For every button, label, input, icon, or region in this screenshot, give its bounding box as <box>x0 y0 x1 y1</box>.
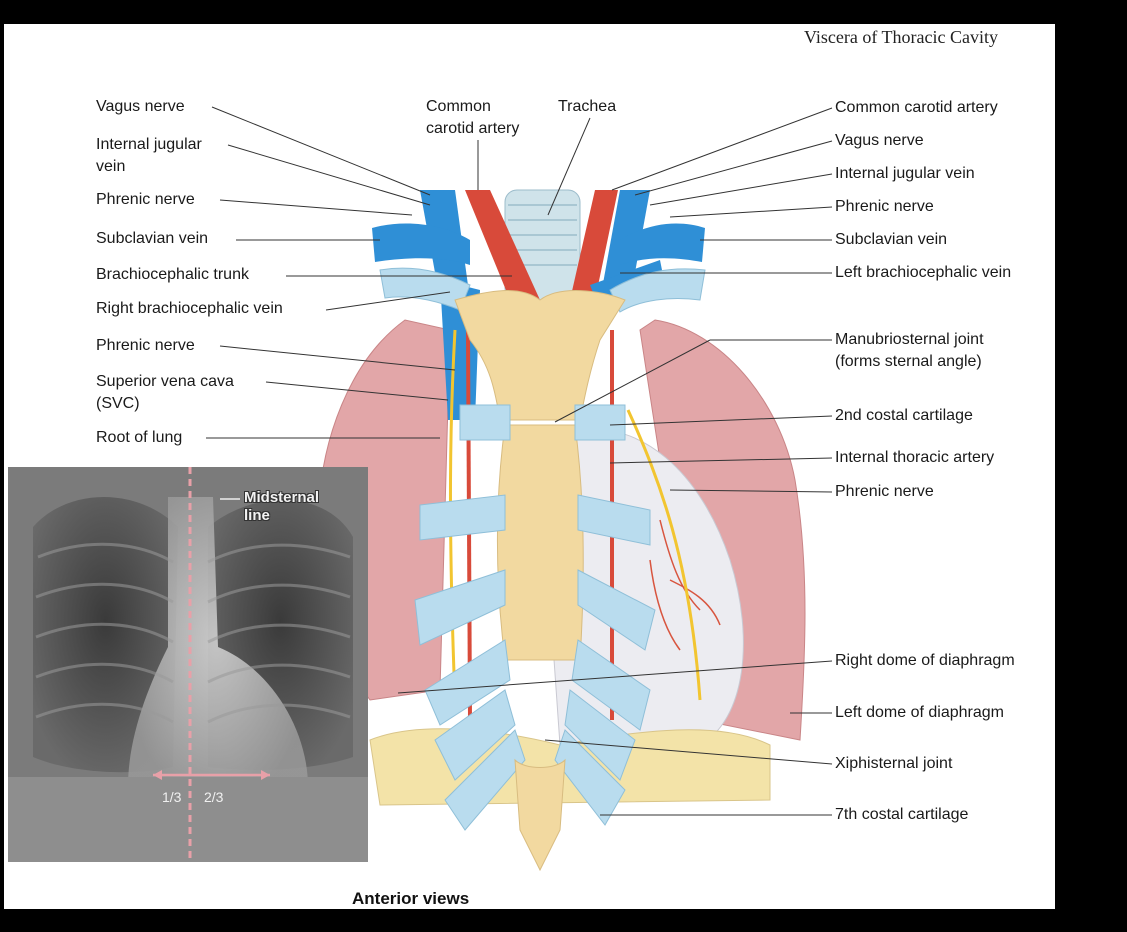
xray-ribs <box>35 542 351 724</box>
label-vagus-nerve-right: Vagus nerve <box>96 98 185 115</box>
figure-title: Viscera of Thoracic Cavity <box>804 27 999 47</box>
xray-right-lung <box>33 497 178 773</box>
phrenic-nerve-right <box>448 329 457 701</box>
label-common-carotid-artery-top: Common carotid artery <box>426 98 520 137</box>
label-internal-thoracic-artery: Internal thoracic artery <box>835 449 995 466</box>
label-common-carotid-artery-left: Common carotid artery <box>835 99 998 116</box>
label-subclavian-vein-right: Subclavian vein <box>96 230 209 247</box>
label-7th-costal-cartilage: 7th costal cartilage <box>835 806 969 823</box>
label-phrenic-nerve-lower-left: Phrenic nerve <box>835 483 934 500</box>
label-root-of-lung: Root of lung <box>96 429 183 446</box>
label-internal-jugular-vein-left: Internal jugular vein <box>835 165 975 182</box>
label-2nd-costal-cartilage: 2nd costal cartilage <box>835 407 973 424</box>
right-common-carotid-artery <box>465 190 540 300</box>
label-brachiocephalic-trunk: Brachiocephalic trunk <box>96 266 249 283</box>
left-lung <box>639 319 806 741</box>
label-left-brachiocephalic-vein: Left brachiocephalic vein <box>835 264 1012 281</box>
label-superior-vena-cava: Superior vena cava (SVC) <box>96 373 234 412</box>
xray-mediastinum <box>128 497 308 787</box>
xray-midsternal-label: Midsternal line <box>244 489 320 524</box>
xiphoid-process <box>514 758 566 872</box>
label-internal-jugular-vein-right: Internal jugular vein <box>96 136 202 175</box>
sternum-body <box>497 424 584 661</box>
right-subclavian-vein <box>372 223 470 265</box>
xray-left-fraction: 1/3 <box>162 789 182 805</box>
label-subclavian-vein-left: Subclavian vein <box>835 231 948 248</box>
label-xiphisternal-joint: Xiphisternal joint <box>835 755 953 772</box>
costal-cartilages-left <box>554 404 656 826</box>
manubrium <box>454 290 626 421</box>
coronary-vessels <box>649 519 721 651</box>
left-subclavian-vein <box>620 223 705 265</box>
label-phrenic-nerve-upper-right: Phrenic nerve <box>96 191 195 208</box>
costal-cartilages-right <box>414 404 526 831</box>
label-right-brachiocephalic-vein: Right brachiocephalic vein <box>96 300 283 317</box>
left-clavicle <box>609 268 706 313</box>
label-phrenic-nerve-lower-right: Phrenic nerve <box>96 337 195 354</box>
left-common-carotid-artery <box>570 190 618 300</box>
xray-right-fraction: 2/3 <box>204 789 224 805</box>
phrenic-nerve-left <box>626 409 702 701</box>
chest-xray-inset <box>8 467 368 862</box>
leader-lines <box>206 106 833 816</box>
figure-caption: Anterior views <box>352 889 470 908</box>
label-vagus-nerve-left: Vagus nerve <box>835 132 924 149</box>
label-phrenic-nerve-upper-left: Phrenic nerve <box>835 198 934 215</box>
label-trachea: Trachea <box>558 98 617 115</box>
label-manubriosternal-joint: Manubriosternal joint (forms sternal ang… <box>835 331 984 370</box>
label-right-dome-of-diaphragm: Right dome of diaphragm <box>835 652 1015 669</box>
label-left-dome-of-diaphragm: Left dome of diaphragm <box>835 704 1004 721</box>
